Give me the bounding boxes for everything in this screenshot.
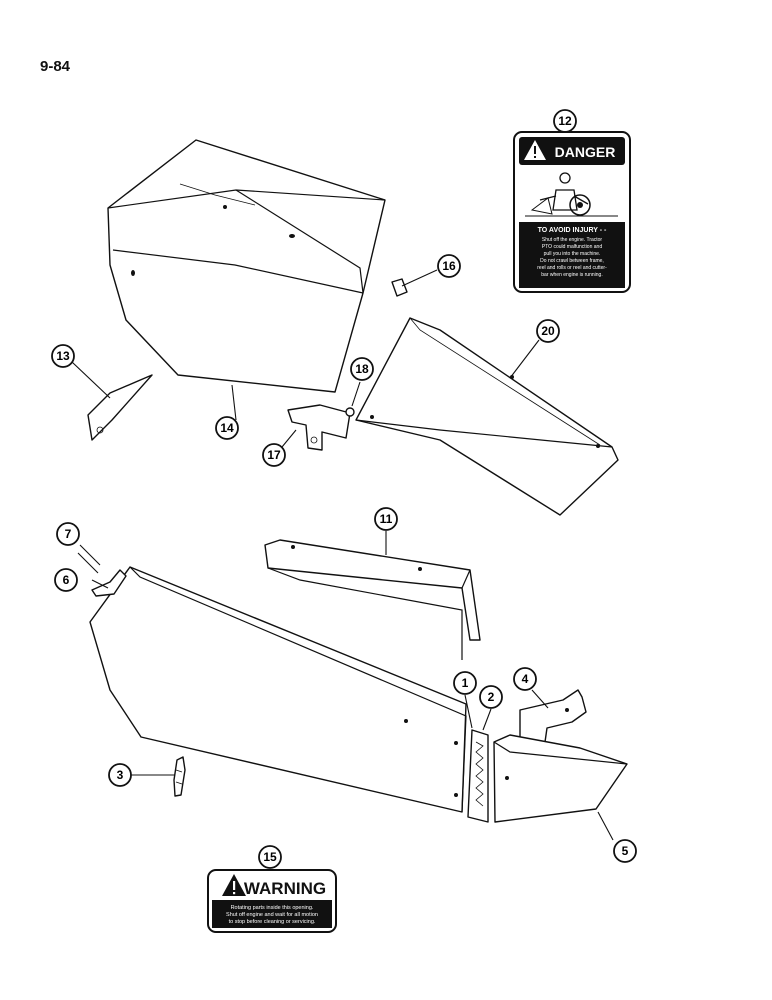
clip-part-16 bbox=[391, 278, 408, 297]
warning-title: WARNING bbox=[244, 879, 326, 898]
callout-4: 4 bbox=[513, 667, 537, 691]
callout-20: 20 bbox=[536, 319, 560, 343]
callout-4-label: 4 bbox=[522, 672, 529, 686]
lower-shield-part-1 bbox=[89, 566, 467, 813]
danger-heading: TO AVOID INJURY - - bbox=[538, 227, 607, 234]
page-number: 9-84 bbox=[40, 58, 71, 75]
callout-1: 1 bbox=[453, 671, 477, 695]
upper-shield-part-14 bbox=[107, 139, 386, 393]
bracket-part-17 bbox=[287, 404, 351, 451]
danger-line: Do not crawl between frame, bbox=[540, 258, 604, 264]
callout-16: 16 bbox=[437, 254, 461, 278]
latch-part-6 bbox=[91, 569, 127, 597]
callout-6-label: 6 bbox=[63, 573, 70, 587]
callout-18-label: 18 bbox=[355, 362, 369, 376]
alert-triangle-icon bbox=[222, 874, 246, 896]
danger-line: Shut off the engine. Tractor bbox=[542, 237, 603, 243]
bracket-part-4 bbox=[519, 689, 587, 743]
callout-14-label: 14 bbox=[220, 421, 234, 435]
callout-16-label: 16 bbox=[442, 259, 456, 273]
angle-bracket-part-11 bbox=[264, 539, 481, 660]
callout-7-label: 7 bbox=[65, 527, 72, 541]
danger-line: bar when engine is running. bbox=[541, 272, 602, 278]
callout-12: 12 bbox=[553, 109, 577, 133]
hinge-part-2 bbox=[467, 729, 489, 823]
callout-20-label: 20 bbox=[541, 324, 555, 338]
callout-6: 6 bbox=[54, 568, 78, 592]
callout-13: 13 bbox=[51, 344, 75, 368]
callout-13-label: 13 bbox=[56, 349, 70, 363]
callout-18: 18 bbox=[350, 357, 374, 381]
alert-triangle-icon bbox=[524, 140, 546, 160]
callout-15-label: 15 bbox=[263, 850, 277, 864]
callout-17-label: 17 bbox=[267, 448, 281, 462]
nut-part-18 bbox=[345, 407, 355, 417]
callout-2-label: 2 bbox=[488, 690, 495, 704]
triangular-shield-part-20 bbox=[355, 317, 619, 516]
callout-2: 2 bbox=[479, 685, 503, 709]
callout-12-label: 12 bbox=[558, 114, 572, 128]
pin-part-3 bbox=[173, 756, 186, 797]
warning-line: Rotating parts inside this opening. bbox=[231, 905, 314, 911]
callout-5: 5 bbox=[613, 839, 637, 863]
callout-15: 15 bbox=[258, 845, 282, 869]
danger-decal: DANGER TO AVOID INJURY - - Shut off the … bbox=[513, 131, 631, 293]
callout-17: 17 bbox=[262, 443, 286, 467]
warning-line: to stop before cleaning or servicing. bbox=[229, 919, 316, 925]
danger-line: PTO could malfunction and bbox=[542, 244, 602, 250]
warning-decal: WARNING Rotating parts inside this openi… bbox=[207, 869, 337, 933]
end-shield-part-5 bbox=[493, 734, 628, 823]
person-at-machine-icon bbox=[520, 166, 624, 222]
danger-title: DANGER bbox=[555, 144, 616, 160]
danger-line: reel and rolls or reel and cutter- bbox=[537, 265, 607, 271]
bracket-part-13 bbox=[87, 374, 153, 441]
callout-5-label: 5 bbox=[622, 844, 629, 858]
leader-lines bbox=[71, 132, 614, 841]
callout-7: 7 bbox=[56, 522, 80, 546]
callout-14: 14 bbox=[215, 416, 239, 440]
callout-3: 3 bbox=[108, 763, 132, 787]
callout-11: 11 bbox=[374, 507, 398, 531]
callout-1-label: 1 bbox=[462, 676, 469, 690]
callout-11-label: 11 bbox=[380, 512, 393, 526]
callout-3-label: 3 bbox=[117, 768, 124, 782]
warning-line: Shut off engine and wait for all motion bbox=[226, 912, 318, 918]
screws-part-7 bbox=[77, 544, 101, 574]
danger-line: pull you into the machine. bbox=[544, 251, 601, 257]
